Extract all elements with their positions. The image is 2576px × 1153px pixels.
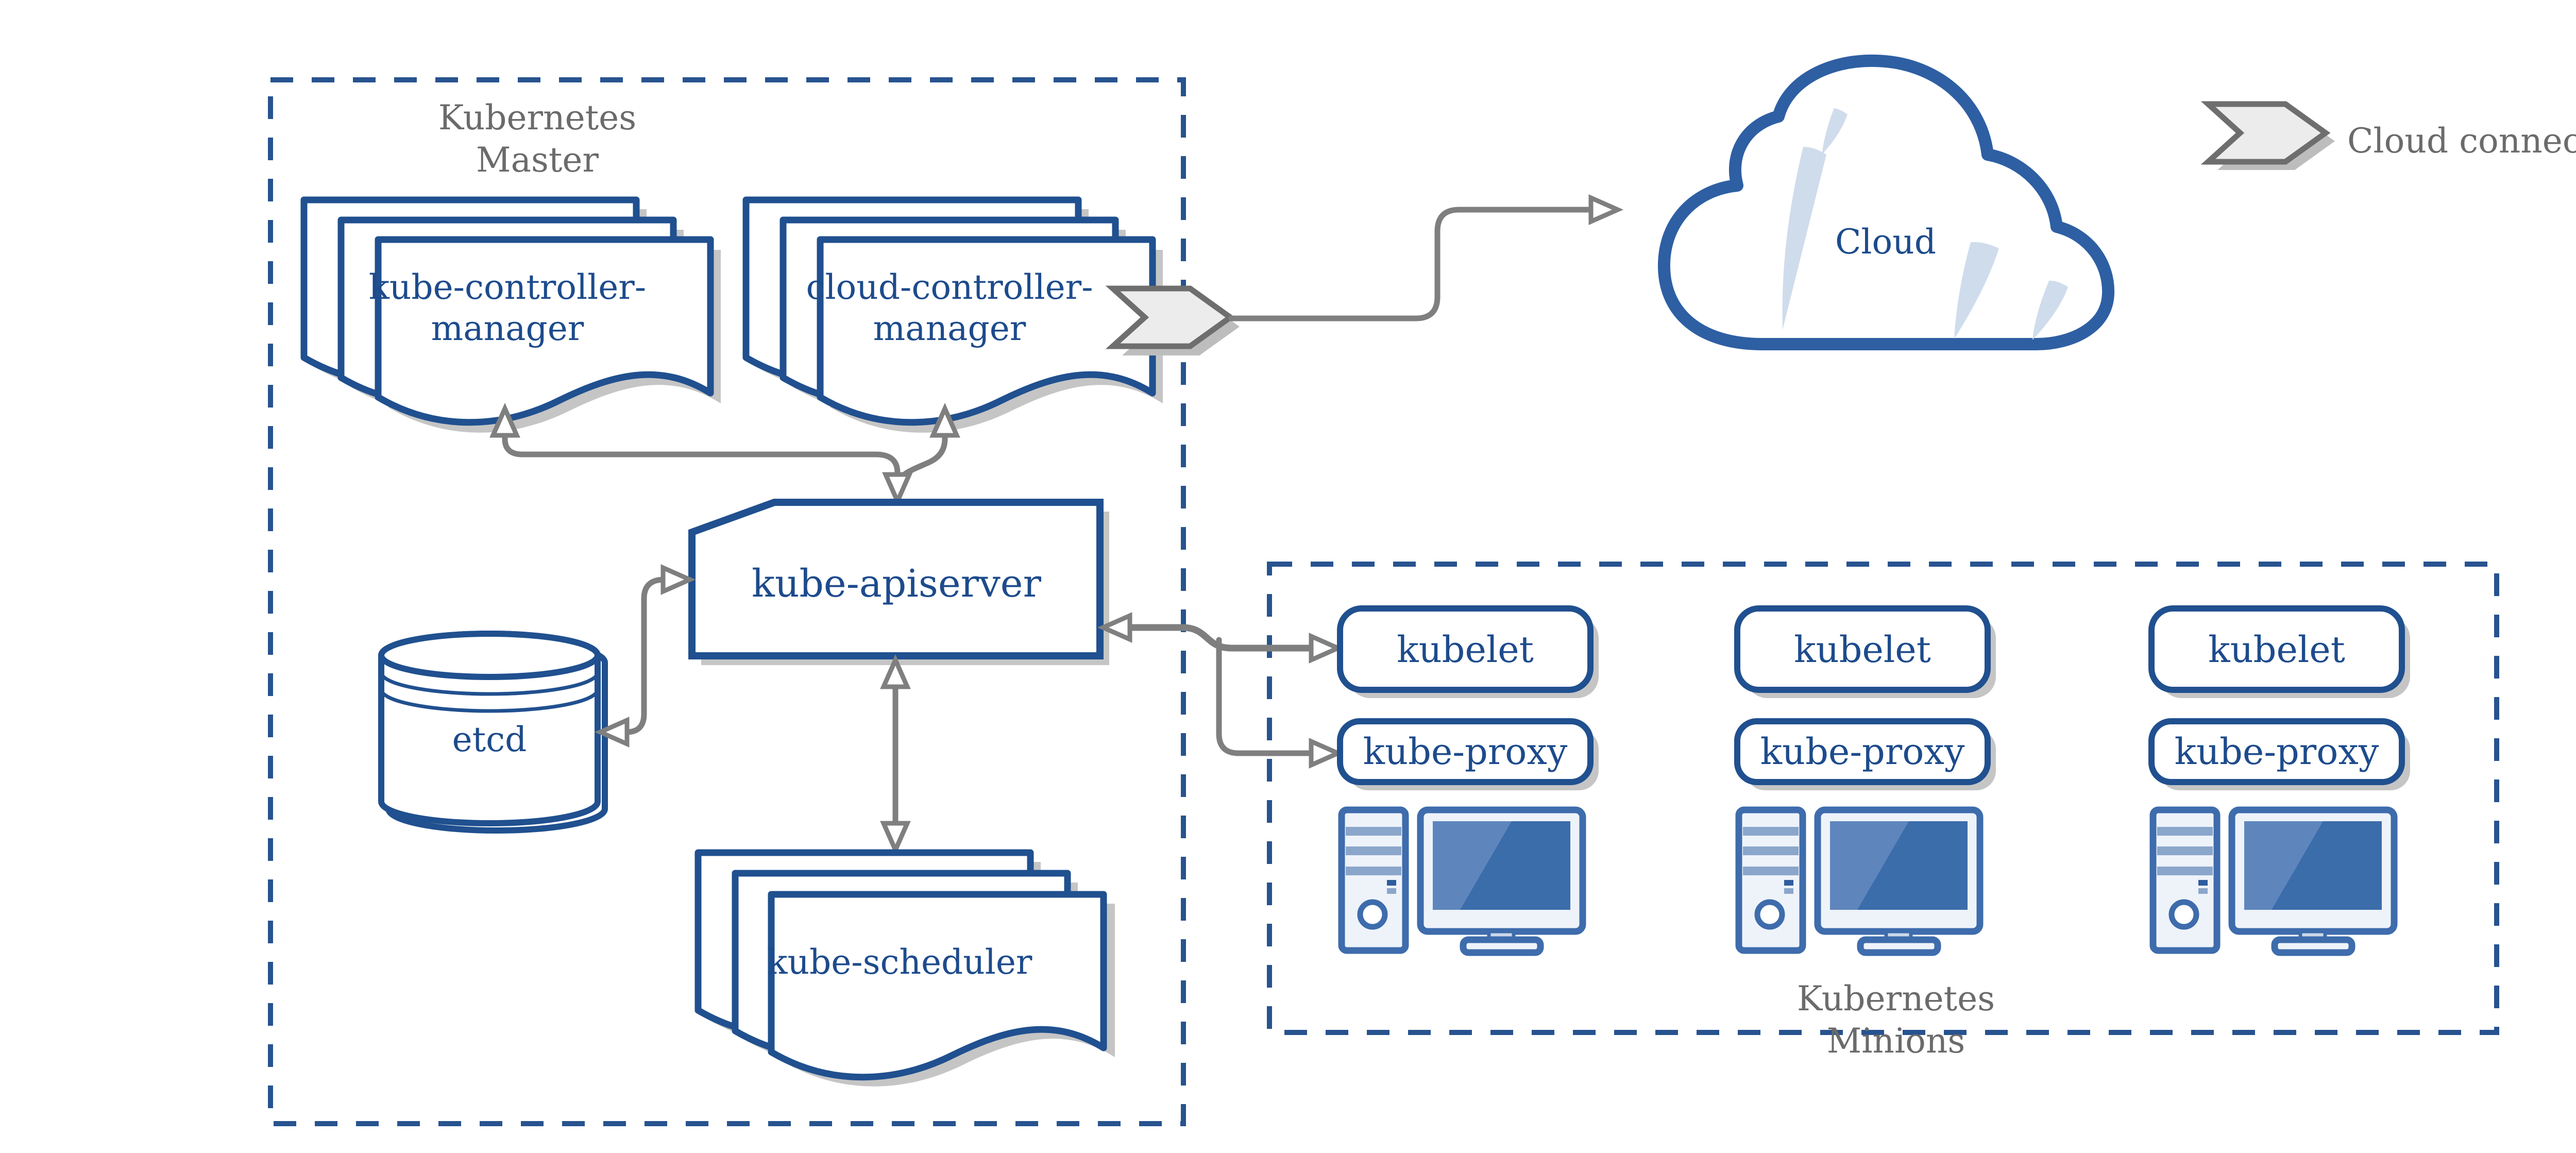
computer-icon <box>1342 810 1583 953</box>
arrowhead-into-kube-proxy <box>1309 738 1344 769</box>
kubelet-box <box>1337 605 1594 693</box>
kubelet-box <box>1734 605 1991 693</box>
connector-apiserver-scheduler <box>880 654 911 856</box>
connector-controllers-apiserver <box>489 402 960 507</box>
connector-cloud <box>1228 194 1624 321</box>
kube-scheduler-doc-stack: kube-scheduler <box>698 853 1115 1087</box>
arrowhead-into-apiserver-left <box>660 564 696 595</box>
arrowhead-down-kube-apiserver <box>882 472 913 507</box>
minions-title-line1: Kubernetes <box>1797 979 1995 1019</box>
master-title-line2: Master <box>476 140 599 180</box>
arrowhead-up-cloud-controller-manager <box>929 402 960 438</box>
cloud-shape: Cloud <box>1657 54 2115 350</box>
connector-etcd-apiserver <box>594 564 696 748</box>
kubernetes-minions-box <box>1267 562 2499 1035</box>
master-title-line1: Kubernetes <box>438 98 636 138</box>
arrowhead-up-apiserver-bottom <box>880 654 911 689</box>
cloud-label: Cloud <box>1835 222 1936 262</box>
kube-proxy-label: kube-proxy <box>1760 731 1965 773</box>
kube-controller-manager-label-line2: manager <box>431 309 584 348</box>
computer-icon <box>2153 810 2394 953</box>
master-dashed-border <box>268 77 1186 1126</box>
computer-icon <box>1739 810 1980 953</box>
minions-title-line2: Minions <box>1827 1021 1965 1061</box>
minion-node: kubelet kube-proxy <box>1734 605 1996 953</box>
kube-proxy-box <box>2148 718 2405 785</box>
arrowhead-down-scheduler <box>880 821 911 856</box>
minion-node: kubelet kube-proxy <box>2148 605 2410 953</box>
kube-apiserver-card: kube-apiserver <box>688 499 1109 665</box>
arrowhead-into-etcd <box>594 717 630 748</box>
kube-proxy-label: kube-proxy <box>1363 731 1568 773</box>
cloud-controller-manager-doc-stack: cloud-controller- manager <box>746 200 1163 433</box>
kube-proxy-box <box>1734 718 1991 785</box>
kubernetes-master-box: Kubernetes Master <box>268 77 1186 1126</box>
kube-controller-manager-doc-stack: kube-controller- manager <box>304 200 721 433</box>
cloud-icon <box>1657 54 2115 350</box>
arrowhead-into-apiserver-right <box>1097 612 1132 643</box>
document-icon <box>771 894 1104 1077</box>
arrowhead-into-kubelet <box>1309 633 1344 664</box>
arrowhead-up-kube-controller-manager <box>489 402 520 438</box>
kubelet-label: kubelet <box>1794 629 1931 671</box>
minions-dashed-border <box>1267 562 2499 1035</box>
minion-node: kubelet kube-proxy <box>1337 605 1599 953</box>
etcd-label: etcd <box>452 720 527 759</box>
etcd-cylinder: etcd <box>378 631 608 834</box>
cloud-controller-manager-label-line1: cloud-controller- <box>806 267 1093 307</box>
cloud-controller-manager-label-line2: manager <box>873 309 1026 348</box>
legend-cloud-connector: Cloud connector <box>2208 104 2576 170</box>
arrowhead-into-cloud <box>1588 194 1624 225</box>
kube-proxy-box <box>1337 718 1594 785</box>
kubelet-box <box>2148 605 2405 693</box>
kube-proxy-label: kube-proxy <box>2175 731 2379 773</box>
kubelet-label: kubelet <box>2208 629 2345 671</box>
kube-controller-manager-label-line1: kube-controller- <box>369 267 646 307</box>
kube-scheduler-label: kube-scheduler <box>767 942 1032 982</box>
connector-apiserver-minions <box>1097 612 1344 769</box>
kubelet-label: kubelet <box>1397 629 1534 671</box>
legend-label: Cloud connector <box>2347 121 2576 161</box>
kube-apiserver-label: kube-apiserver <box>752 562 1042 606</box>
